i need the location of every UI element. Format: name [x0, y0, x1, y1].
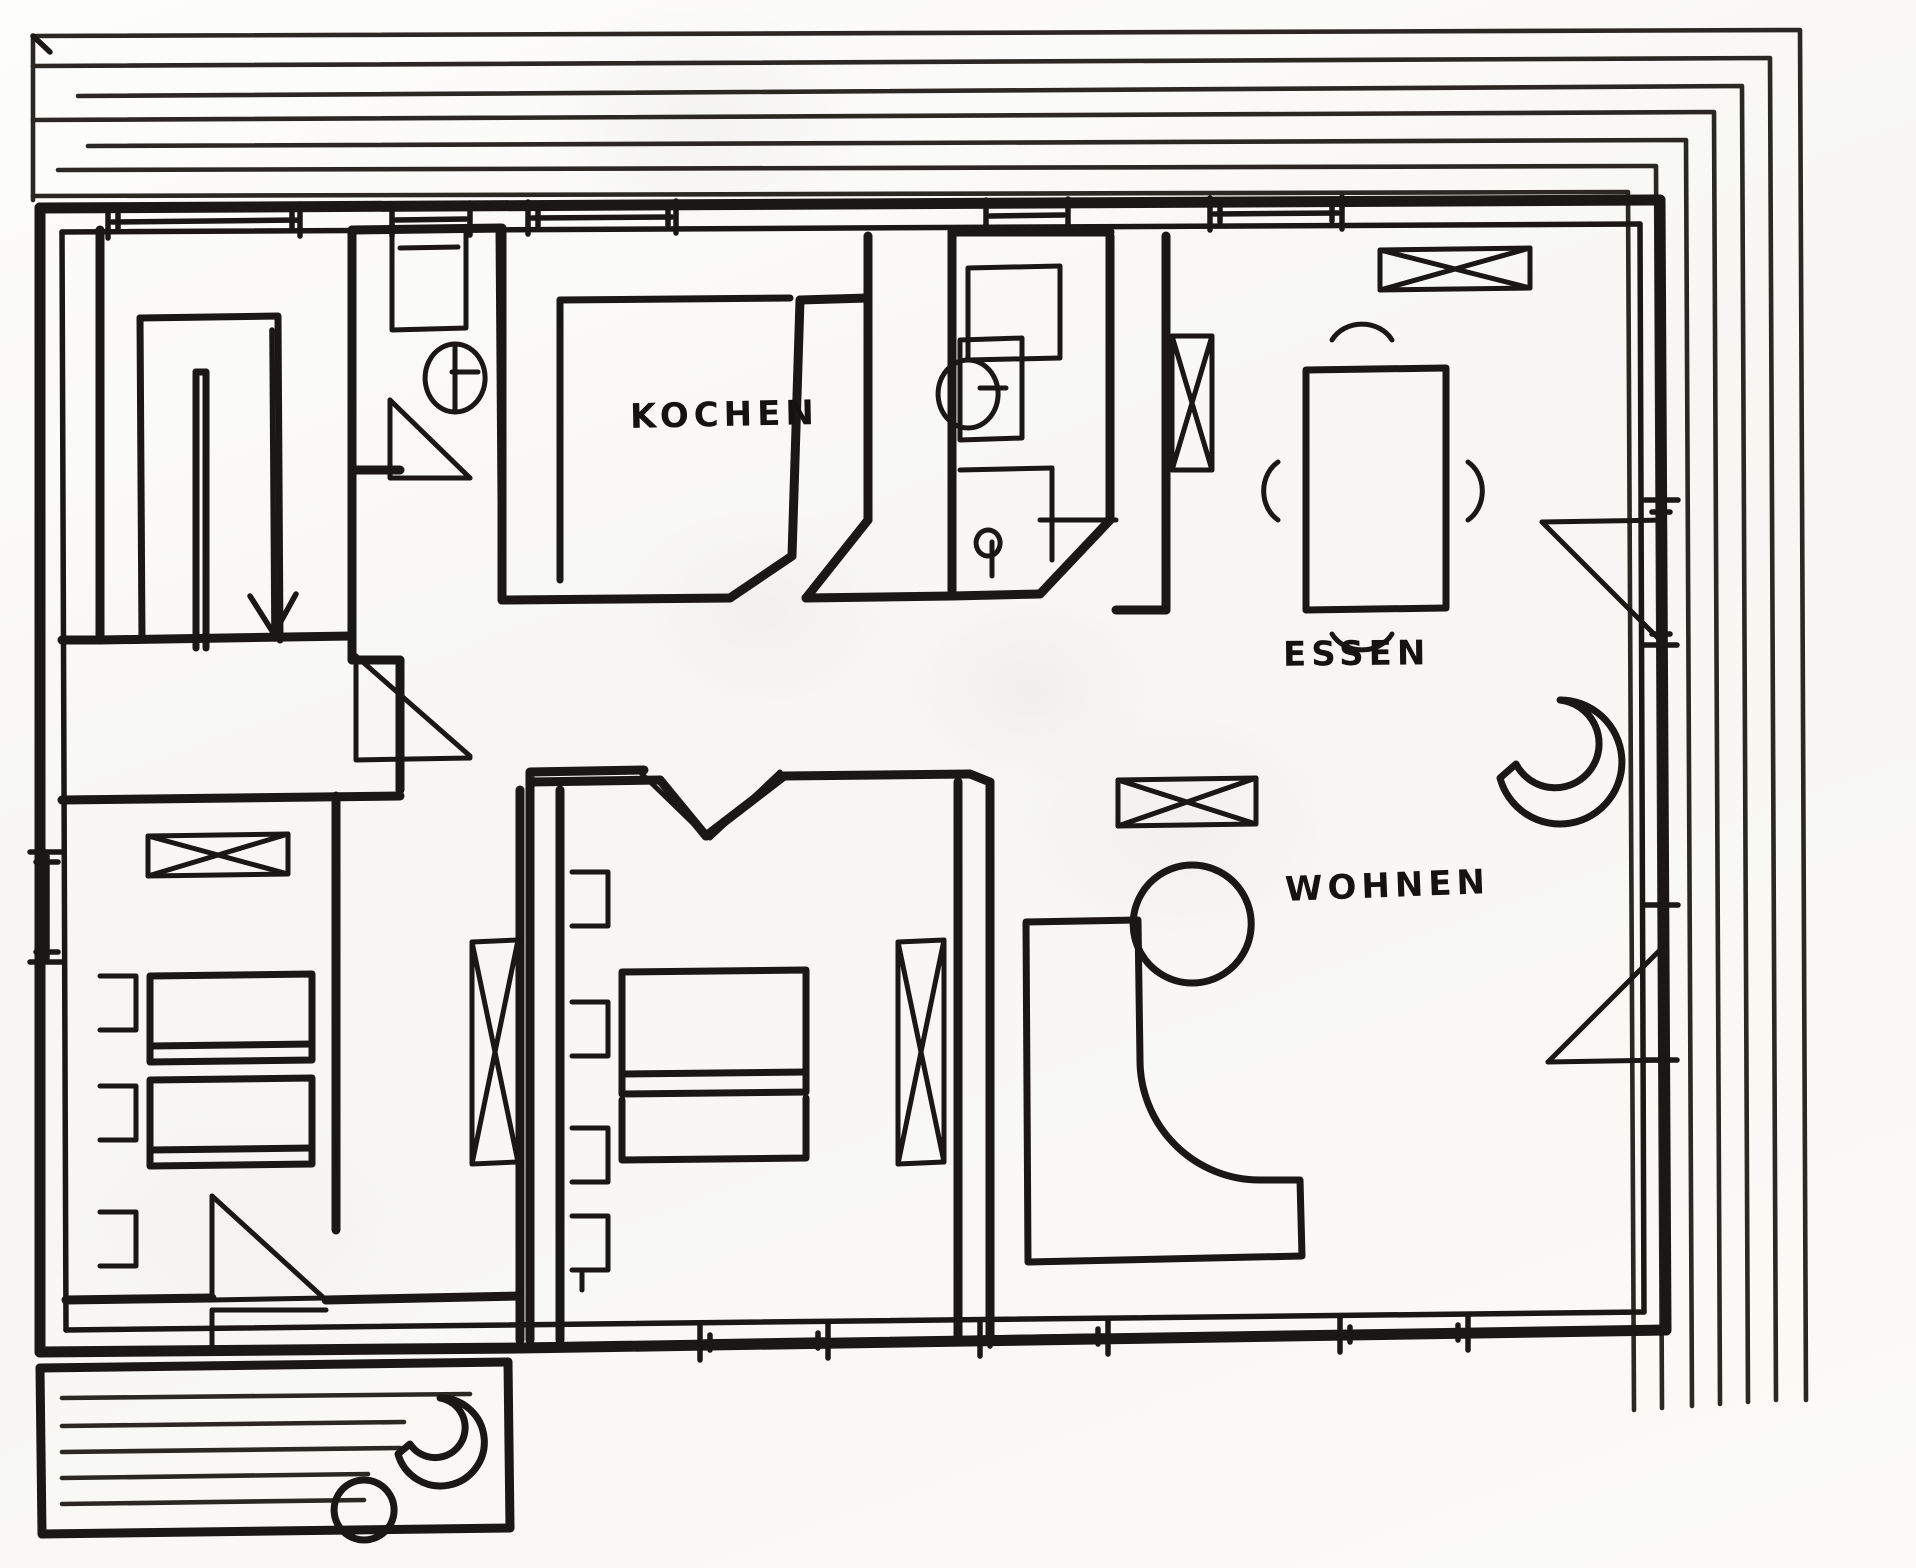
living-coffee-table-round [1129, 861, 1255, 987]
exterior-wall-inner-face [59, 221, 1647, 1333]
room-label-wohnen: WOHNEN [1284, 862, 1491, 910]
window-left-wall [27, 849, 67, 965]
bedroom-mid-nightstand-4 [569, 1213, 611, 1293]
bedroom-left-lower-wall [61, 1291, 525, 1305]
kitchen-walls [497, 223, 957, 605]
dining-chair-top [1329, 321, 1395, 343]
wc-door-swing [387, 397, 473, 481]
living-sofa-l-shaped [1022, 916, 1306, 1266]
bedroom-left-bed-1 [146, 970, 316, 1066]
window-group-top [105, 194, 1345, 241]
entry-terrace-hatching [59, 1391, 473, 1507]
entry-door-swing [209, 1307, 329, 1351]
bathroom-toilet-niche [957, 465, 1055, 579]
dining-chair-bottom [1329, 631, 1395, 653]
hallway-walls [57, 631, 995, 1345]
wc-toilet [422, 341, 488, 415]
bedroom-left-door-swing [209, 1193, 329, 1303]
dining-chair-left [1261, 459, 1281, 523]
corridor-wall-upper-right [1111, 231, 1171, 615]
bedroom-mid-nightstand-2 [569, 999, 611, 1059]
room-label-kochen: KOCHEN [629, 393, 820, 437]
bedroom-left-nightstand-1 [97, 973, 139, 1033]
entry-terrace-table-round [330, 1476, 398, 1544]
living-sideboard-x [1115, 775, 1259, 829]
entry-terrace-outline [35, 1357, 515, 1539]
bathroom-wash-basin [935, 335, 1025, 443]
dining-wardrobe-x [1377, 245, 1533, 293]
dining-table [1302, 364, 1450, 614]
living-door-swing-right-upper [1539, 517, 1667, 643]
hall-door-swing-to-kitchen [637, 769, 783, 841]
kitchen-counter [556, 294, 794, 584]
bedroom-left-nightstand-3 [97, 1209, 139, 1269]
bedroom-mid-bed-double [618, 966, 810, 1164]
bedroom-mid-walls [555, 777, 963, 1345]
entry-terrace-chair [394, 1394, 488, 1490]
hall-door-swing-left [353, 653, 473, 763]
bedroom-mid-nightstand-3 [569, 1125, 611, 1185]
room-label-essen: ESSEN [1282, 633, 1431, 675]
wc-basin [389, 229, 469, 333]
bathroom-bathtub [965, 263, 1063, 363]
bedroom-mid-wardrobe-x-right [895, 937, 947, 1167]
bathroom-door-swing [1037, 517, 1119, 597]
bedroom-left-bed-2 [146, 1074, 316, 1170]
dining-chair-right [1465, 459, 1485, 523]
bedroom-mid-wardrobe-x-left [469, 937, 521, 1167]
living-armchair [1496, 696, 1626, 828]
wardrobe-x-upper [1169, 333, 1215, 473]
staircase [136, 312, 284, 652]
bedroom-left-nightstand-2 [97, 1083, 139, 1143]
overhang-corner-ticks [30, 33, 53, 55]
wc-walls [347, 223, 507, 641]
bedroom-left-wardrobe-x [145, 831, 291, 879]
stair-direction-arrow [247, 327, 299, 637]
bedroom-mid-nightstand-1 [569, 869, 611, 929]
living-door-swing-right-lower [1545, 943, 1671, 1065]
